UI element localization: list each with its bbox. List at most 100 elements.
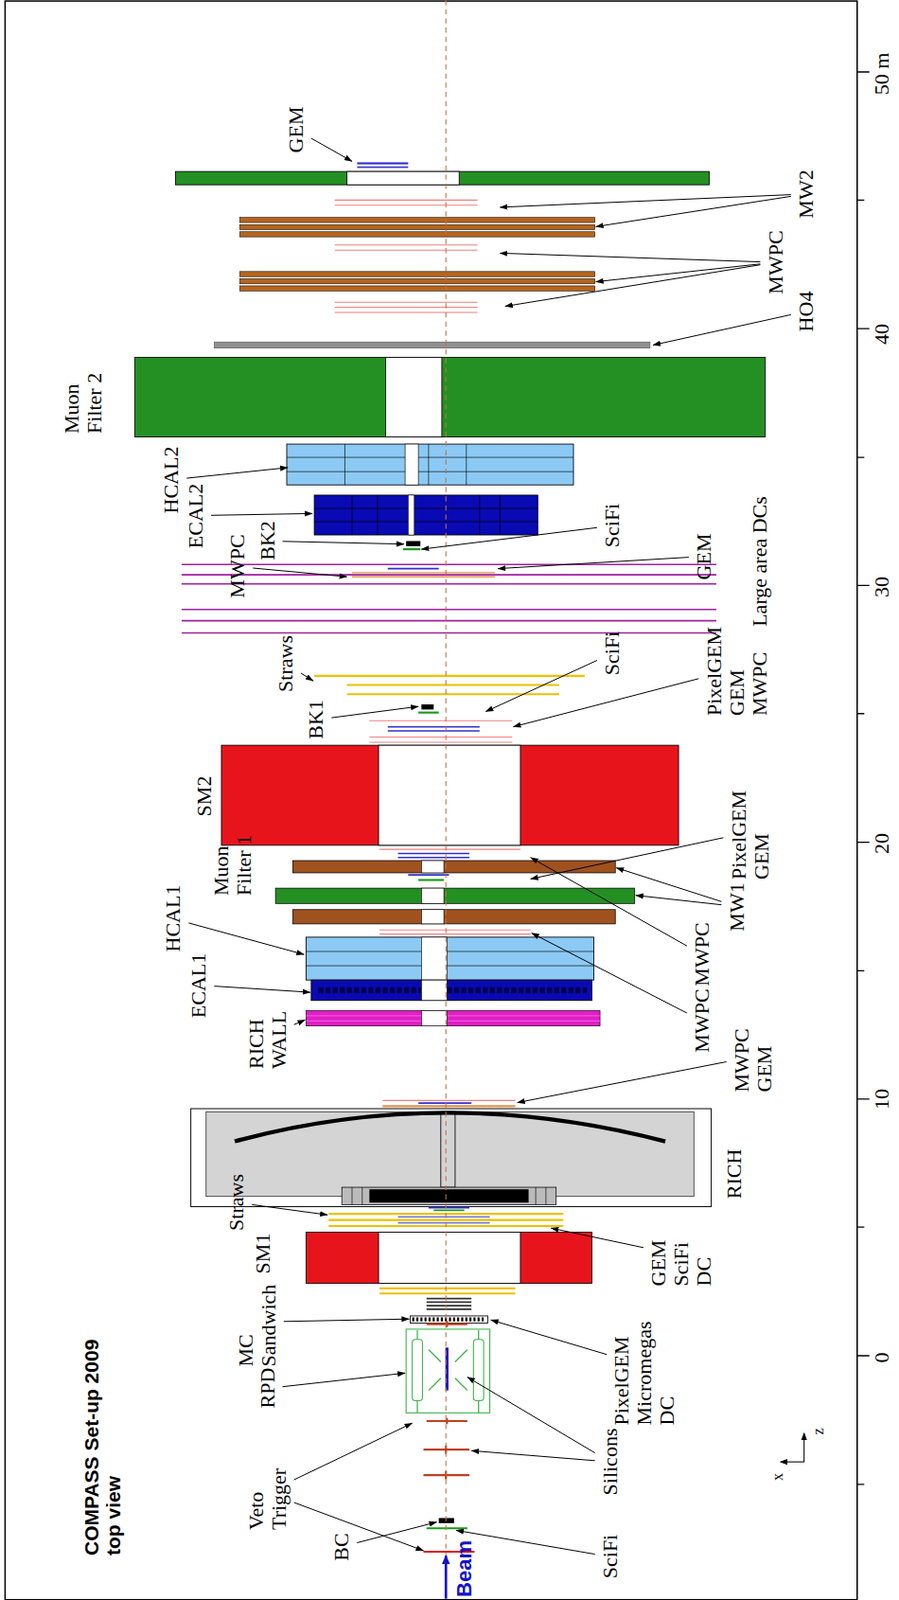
part-label: Large area DCs <box>748 495 772 627</box>
rpd-ring <box>473 1339 484 1401</box>
frame <box>4 0 857 1600</box>
leader-arrow <box>282 541 405 545</box>
scifi-plane <box>433 1209 464 1212</box>
gem-plane <box>356 161 408 164</box>
part-label: SM2 <box>193 775 216 817</box>
part-label: MW2 <box>794 169 818 218</box>
hcal-grid <box>305 951 594 966</box>
ecal-grid <box>314 494 538 535</box>
photon-detectors <box>341 1186 556 1204</box>
leader-arrow <box>517 1061 727 1103</box>
part-label: MWPC <box>690 988 714 1053</box>
leader-arrow <box>283 1318 410 1322</box>
part-label: MWPC GEM <box>730 1021 776 1093</box>
part-label: GEM <box>692 532 716 580</box>
leader-arrow <box>531 933 688 1013</box>
rpd-ring <box>412 1339 424 1401</box>
gem-plane <box>418 1101 472 1104</box>
part-label: RICH <box>722 1148 746 1199</box>
axis-label: 20 <box>870 832 894 854</box>
ecal2 <box>314 494 538 535</box>
leader-arrow <box>497 557 689 569</box>
sandwich-cells <box>412 1317 487 1322</box>
leader-arrow <box>311 138 353 161</box>
mw2-plane <box>239 271 595 277</box>
ecal1 <box>311 979 593 1001</box>
muon-filter <box>275 887 635 903</box>
axis-label: 10 <box>870 1088 894 1110</box>
part-label: Straws <box>274 634 298 692</box>
beam-hole <box>407 494 414 535</box>
part-label: SciFi <box>600 631 624 675</box>
leader-arrow <box>596 195 792 227</box>
scifi-plane <box>426 1526 468 1529</box>
mw1-plane <box>292 909 616 924</box>
part-label: GEM <box>284 105 308 153</box>
beam-axis <box>445 0 447 1599</box>
beam-hole <box>421 887 444 903</box>
part-label: RICH WALL <box>244 1002 290 1069</box>
leader-arrow <box>251 1203 328 1215</box>
leader-arrow <box>294 1501 424 1551</box>
magnet-gap <box>378 744 521 846</box>
drawing-group <box>4 0 869 1600</box>
axis-label: 30 <box>870 576 894 598</box>
rich-wall-layers <box>305 1015 600 1021</box>
mw2-plane <box>239 231 595 237</box>
part-label: ECAL1 <box>187 951 211 1017</box>
part-label: GEM SciFi DC <box>647 1224 717 1287</box>
part-label: BK1 <box>304 699 328 740</box>
hcal2 <box>286 443 574 485</box>
part-label: MWPC <box>690 922 714 987</box>
leader-arrow <box>485 660 598 712</box>
photon-detectors <box>369 1188 529 1202</box>
beam-hole <box>386 356 442 437</box>
axis-letter: x <box>769 1472 787 1481</box>
leader-arrow <box>300 672 314 681</box>
straw-planes <box>379 1287 515 1293</box>
leader-arrow <box>282 1372 406 1386</box>
leader-arrow <box>211 512 313 515</box>
part-label: HCAL1 <box>161 884 185 952</box>
leader-arrow <box>294 1422 413 1480</box>
ho4-hodoscope <box>213 341 650 348</box>
mw2-plane <box>239 217 595 223</box>
sandwich-veto <box>409 1315 488 1323</box>
gem-planes <box>398 1216 491 1222</box>
muon-filter <box>134 356 765 437</box>
beam-arrow <box>444 1554 448 1598</box>
leader-arrow <box>467 1376 596 1453</box>
scifi-plane <box>403 547 421 550</box>
leader-arrow <box>356 1521 437 1543</box>
bk1-counter <box>421 704 434 709</box>
beam-hole <box>421 860 444 873</box>
leader-arrow <box>421 527 598 549</box>
x-axis-arrow <box>780 1461 805 1463</box>
mwpc-planes <box>334 199 478 313</box>
gem-plane <box>356 166 408 169</box>
magnet-gap <box>378 1232 521 1284</box>
mwpc-plane <box>382 1099 515 1101</box>
beam-hole <box>421 1010 447 1026</box>
scifi-plane <box>418 878 444 881</box>
part-label: SciFi <box>600 503 624 547</box>
beam-label: Beam <box>453 1539 476 1597</box>
part-label: PixelGEM GEM MWPC <box>702 620 772 716</box>
rich-wall <box>305 1010 600 1026</box>
leader-arrow <box>188 922 304 954</box>
leader-arrow <box>652 314 792 345</box>
gem-plane <box>387 567 440 570</box>
part-label: Straws <box>225 1173 248 1231</box>
leader-arrow <box>499 252 760 262</box>
mw2-plane <box>239 224 595 230</box>
leader-arrow <box>471 1449 596 1461</box>
axis-label: 0 <box>870 1352 894 1363</box>
beam-hole <box>421 909 444 924</box>
mw2-plane <box>239 285 595 291</box>
part-label: Veto Trigger <box>244 1453 290 1530</box>
part-label: Silicons <box>599 1427 622 1496</box>
leader-arrow <box>635 895 723 905</box>
leader-arrow <box>512 678 699 727</box>
gem-planes <box>387 726 480 731</box>
beam-hole <box>347 171 460 185</box>
